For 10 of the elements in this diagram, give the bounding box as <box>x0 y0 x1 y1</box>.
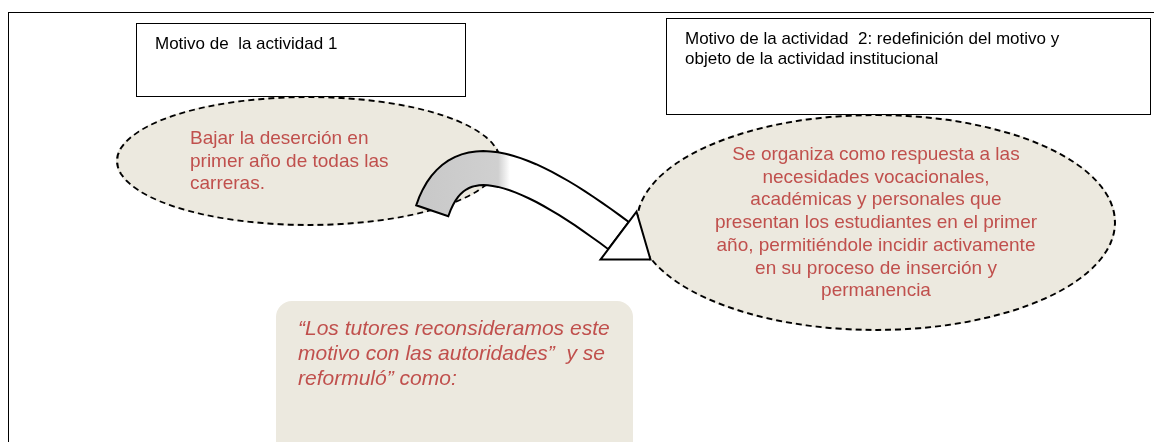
node-text: “Los tutores reconsideramos este motivo con las autoridades” y se reformuló” como: <box>298 315 610 391</box>
node-text: Motivo de la actividad 2: redefinición del motivo y objeto de la actividad institucional <box>685 29 1061 70</box>
curved-block-arrow <box>415 150 652 261</box>
quote-box <box>276 301 633 442</box>
node-text: Se organiza como respuesta a las necesidades vocacionales, académicas y personales que presentan los estudiantes en el primer año, permitiéndole incidir activamente en su proceso de inserción y permanencia <box>713 142 1039 303</box>
node-text: Motivo de la actividad 1 <box>155 34 339 55</box>
label-box <box>136 23 466 97</box>
label-box <box>666 18 1151 115</box>
frame-box <box>8 12 1154 442</box>
node-text: Bajar la deserción en primer año de todas las carreras. <box>190 126 390 196</box>
